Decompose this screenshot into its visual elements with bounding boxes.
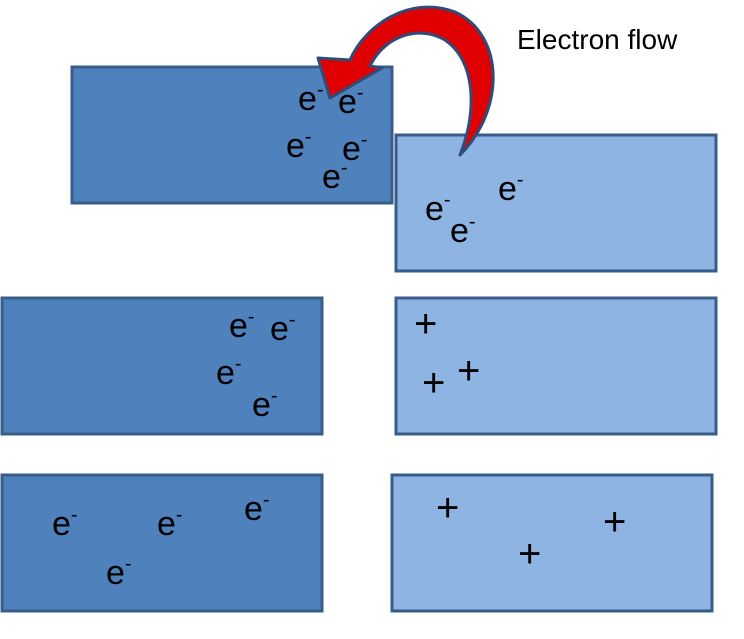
proton-plus: + — [457, 349, 480, 393]
proton-plus: + — [518, 532, 541, 576]
electron: e- — [52, 504, 78, 543]
electron: e- — [342, 129, 368, 168]
row3-left-block — [0, 473, 324, 613]
electron-flow-arrow — [316, 5, 495, 157]
electron: e- — [338, 82, 364, 121]
electron: e- — [216, 353, 242, 392]
electron: e- — [322, 157, 348, 196]
electron: e- — [450, 211, 476, 250]
proton-plus: + — [422, 361, 445, 405]
proton-plus: + — [414, 302, 437, 346]
row1-right-block — [394, 133, 718, 273]
electron-flow-label: Electron flow — [517, 24, 678, 55]
electron: e- — [298, 79, 324, 118]
electron: e- — [425, 189, 451, 228]
row2-left-block — [0, 296, 324, 436]
electron: e- — [157, 504, 183, 543]
electron: e- — [252, 385, 278, 424]
proton-plus: + — [603, 500, 626, 544]
electron: e- — [270, 309, 296, 348]
electron: e- — [498, 169, 524, 208]
electron: e- — [286, 126, 312, 165]
row2-right-block — [394, 296, 718, 436]
electron: e- — [229, 306, 255, 345]
row3-right-block — [390, 473, 714, 613]
proton-plus: + — [436, 486, 459, 530]
electron: e- — [106, 553, 132, 592]
electron: e- — [244, 489, 270, 528]
